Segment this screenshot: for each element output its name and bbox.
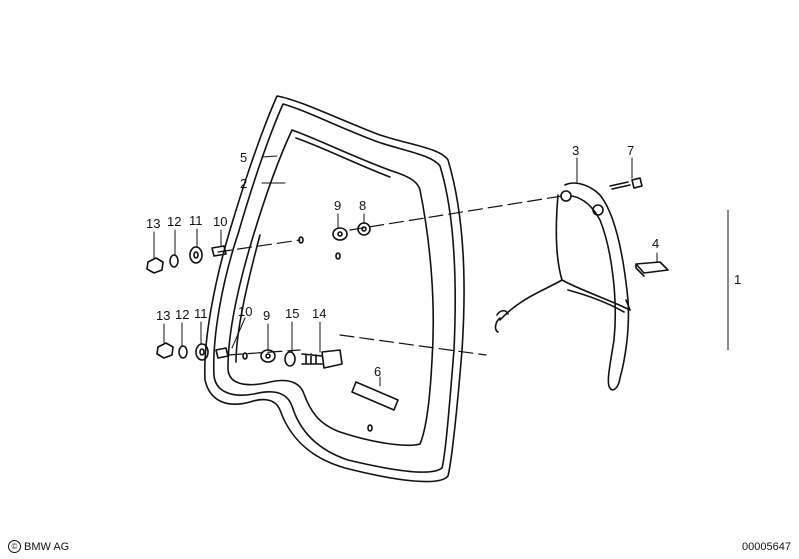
- mount-hole-upper: [298, 236, 304, 244]
- label-part-10-upper: 10: [213, 214, 227, 229]
- label-part-4: 4: [652, 236, 659, 251]
- bracket-rod: [494, 289, 625, 333]
- label-part-12-lower: 12: [175, 307, 189, 322]
- windscreen-glass-inner-edge: [235, 137, 391, 363]
- label-part-15: 15: [285, 306, 299, 321]
- label-part-12-upper: 12: [167, 214, 181, 229]
- label-part-2: 2: [240, 176, 247, 191]
- label-part-6: 6: [374, 364, 381, 379]
- washer-12-lower: [178, 345, 188, 359]
- label-part-3: 3: [572, 143, 579, 158]
- alignment-lines: [217, 195, 563, 356]
- nut-13-lower: [156, 342, 174, 359]
- label-part-7: 7: [627, 143, 634, 158]
- label-part-14: 14: [312, 306, 326, 321]
- diagram-number: 00005647: [742, 541, 791, 553]
- washer-12-upper: [169, 254, 179, 268]
- label-part-9-upper: 9: [334, 198, 341, 213]
- copyright-notice: © BMW AG: [8, 540, 69, 553]
- label-part-11-lower: 11: [194, 306, 208, 321]
- copyright-icon: ©: [8, 540, 21, 553]
- washer-9-lower-hole: [265, 353, 271, 359]
- grommet-11-lower: [195, 343, 209, 361]
- rubber-pad: [635, 261, 669, 277]
- spacer-10-upper: [211, 245, 227, 257]
- bushing-15: [284, 351, 296, 367]
- washer-9-upper: [332, 227, 348, 241]
- screw-7: [609, 177, 643, 190]
- bolt-14: [301, 349, 343, 369]
- label-part-1: 1: [734, 272, 741, 287]
- grommet-11-lower-hole: [199, 348, 205, 356]
- label-part-8: 8: [359, 198, 366, 213]
- spacer-10-lower: [215, 347, 229, 359]
- label-plate: [351, 381, 399, 411]
- label-part-9-lower: 9: [263, 308, 270, 323]
- brand-name: BMW AG: [24, 540, 70, 553]
- mount-hole-lower: [242, 352, 248, 360]
- bushing-8-hole: [361, 226, 367, 232]
- mount-hole-center: [335, 252, 341, 260]
- leader-lines: [153, 155, 729, 387]
- mount-hole-bottom: [367, 424, 373, 432]
- label-part-10-lower: 10: [238, 304, 252, 319]
- nut-13-upper: [146, 257, 164, 274]
- bracket-bushing-right: [592, 204, 604, 216]
- washer-9-upper-hole: [337, 231, 343, 237]
- bracket-bushing-left: [560, 190, 572, 202]
- label-part-13-lower: 13: [156, 308, 170, 323]
- windscreen-seal-outline: [203, 95, 465, 483]
- grommet-11-upper-hole: [193, 251, 199, 259]
- label-part-13-upper: 13: [146, 216, 160, 231]
- windscreen-glass: [227, 129, 435, 447]
- grommet-11-upper: [189, 246, 203, 264]
- windscreen-seal-inner: [212, 103, 457, 473]
- label-part-11-upper: 11: [189, 213, 203, 228]
- mounting-bracket: [496, 182, 631, 391]
- label-part-5: 5: [240, 150, 247, 165]
